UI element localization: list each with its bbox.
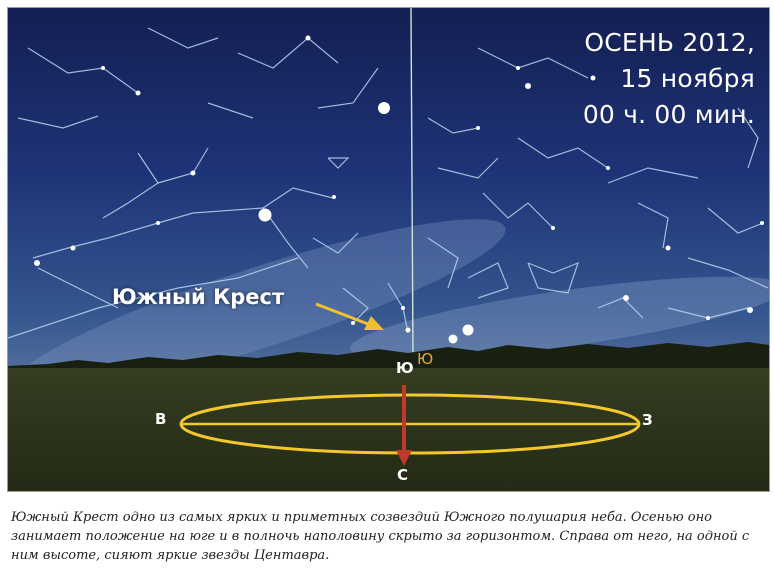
meridian-line [410,8,414,359]
sky-map-figure: ОСЕНЬ 2012, 15 ноября 00 ч. 00 мин. Южны… [7,7,770,492]
season-time: 00 ч. 00 мин. [582,100,755,129]
direction-north-label: С [397,466,409,484]
figure-caption: Южный Крест одно из самых ярких и примет… [11,510,750,563]
south-north-arrow-head [396,450,412,466]
tree-line [8,342,769,370]
season-date: 15 ноября [620,64,755,93]
night-sky-scene [8,8,769,491]
horizon-south-mark: Ю [417,350,434,368]
constellation-pointer-arrow [315,302,384,330]
sky-background [8,8,769,368]
milky-way-haze [10,219,769,397]
constellation-lines [8,27,769,339]
direction-east-label: З [642,411,653,429]
direction-west-label: В [155,410,167,428]
ground [8,368,769,491]
season-title: ОСЕНЬ 2012, [584,28,755,57]
horizon-circle [179,385,641,466]
direction-south-label: Ю [396,359,414,377]
stars [34,35,764,344]
southern-cross-label: Южный Крест [112,285,285,309]
